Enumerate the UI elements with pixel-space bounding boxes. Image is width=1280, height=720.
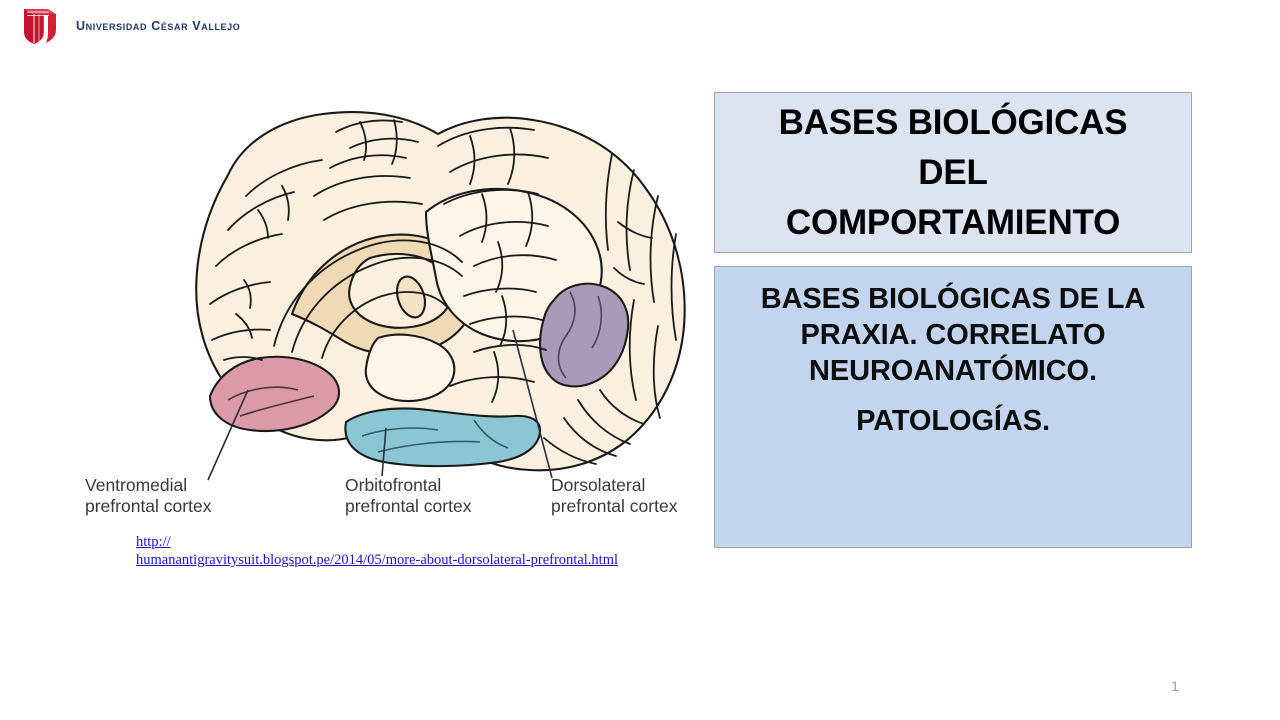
- main-title-box: BASES BIOLÓGICAS DEL COMPORTAMIENTO: [714, 92, 1192, 253]
- source-url-link[interactable]: http:// humanantigravitysuit.blogspot.pe…: [136, 533, 736, 569]
- main-title-line-2: DEL: [918, 152, 988, 192]
- leader-line-orbitofrontal: [381, 427, 387, 477]
- label-dorsolateral-prefrontal-cortex: Dorsolateral prefrontal cortex: [551, 475, 678, 516]
- university-name: Universidad César Vallejo: [76, 19, 241, 33]
- ucv-shield-book-logo-icon: [18, 6, 64, 46]
- region-orbitofrontal: [344, 407, 542, 468]
- source-url-line-2[interactable]: humanantigravitysuit.blogspot.pe/2014/05…: [136, 552, 619, 568]
- region-dorsolateral: [539, 282, 630, 388]
- brain-illustration-svg: [195, 111, 686, 481]
- subtitle-box: BASES BIOLÓGICAS DE LA PRAXIA. CORRELATO…: [714, 266, 1192, 548]
- leader-line-ventromedial: [207, 389, 249, 481]
- university-logo: Universidad César Vallejo: [18, 6, 248, 48]
- main-title-line-3: COMPORTAMIENTO: [785, 202, 1121, 242]
- subtitle-line-3: NEUROANATÓMICO.: [809, 355, 1097, 387]
- subtitle-line-4: PATOLOGÍAS.: [856, 405, 1050, 437]
- subtitle-line-2: PRAXIA. CORRELATO: [800, 319, 1106, 351]
- label-orbitofrontal-prefrontal-cortex: Orbitofrontal prefrontal cortex: [345, 475, 472, 516]
- subtitle-line-1: BASES BIOLÓGICAS DE LA: [760, 283, 1146, 315]
- leader-line-dorsolateral: [512, 329, 553, 479]
- main-title-line-1: BASES BIOLÓGICAS: [778, 102, 1128, 142]
- label-ventromedial-prefrontal-cortex: Ventromedial prefrontal cortex: [85, 475, 212, 516]
- slide-number: 1: [1171, 678, 1179, 694]
- region-ventromedial: [208, 355, 341, 433]
- brain-diagram: Ventromedial prefrontal cortex Orbitofro…: [78, 100, 708, 525]
- source-url-line-1[interactable]: http://: [136, 534, 171, 550]
